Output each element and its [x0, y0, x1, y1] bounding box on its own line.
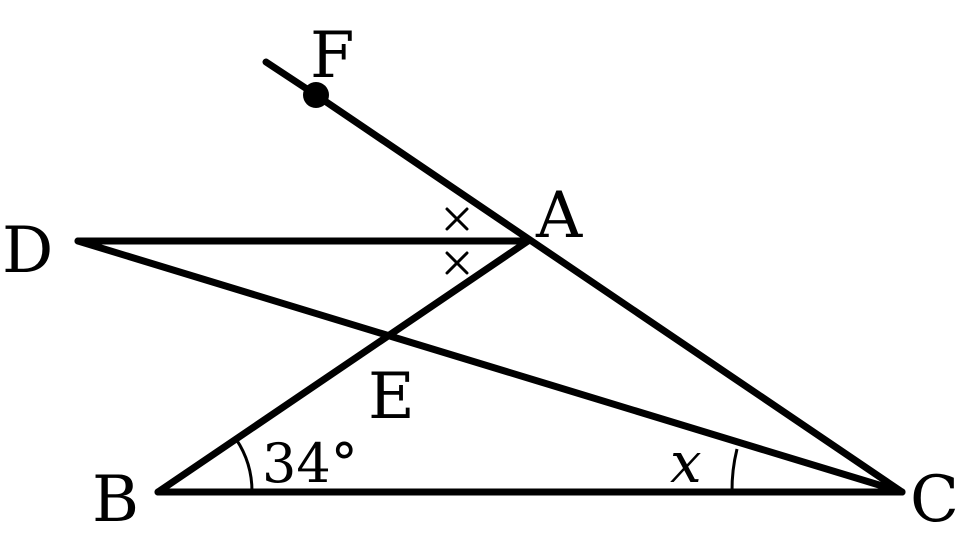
segment-ab — [154, 237, 532, 496]
point-f-dot — [303, 82, 329, 108]
label-point-d: D — [2, 214, 53, 288]
label-point-f: F — [310, 19, 354, 93]
label-point-a: A — [535, 179, 583, 253]
label-angle-x: x — [670, 431, 702, 496]
segment-fc — [312, 91, 906, 496]
label-point-c: C — [910, 463, 959, 537]
angle-c-arc — [730, 448, 739, 493]
segment-dc — [74, 237, 906, 496]
equal-angle-mark-lower — [445, 251, 469, 275]
label-point-e: E — [368, 360, 415, 434]
equal-angle-mark-upper — [445, 207, 469, 231]
angle-b-arc — [234, 438, 254, 493]
label-angle-b: 34° — [262, 432, 358, 495]
label-point-b: B — [92, 463, 139, 537]
